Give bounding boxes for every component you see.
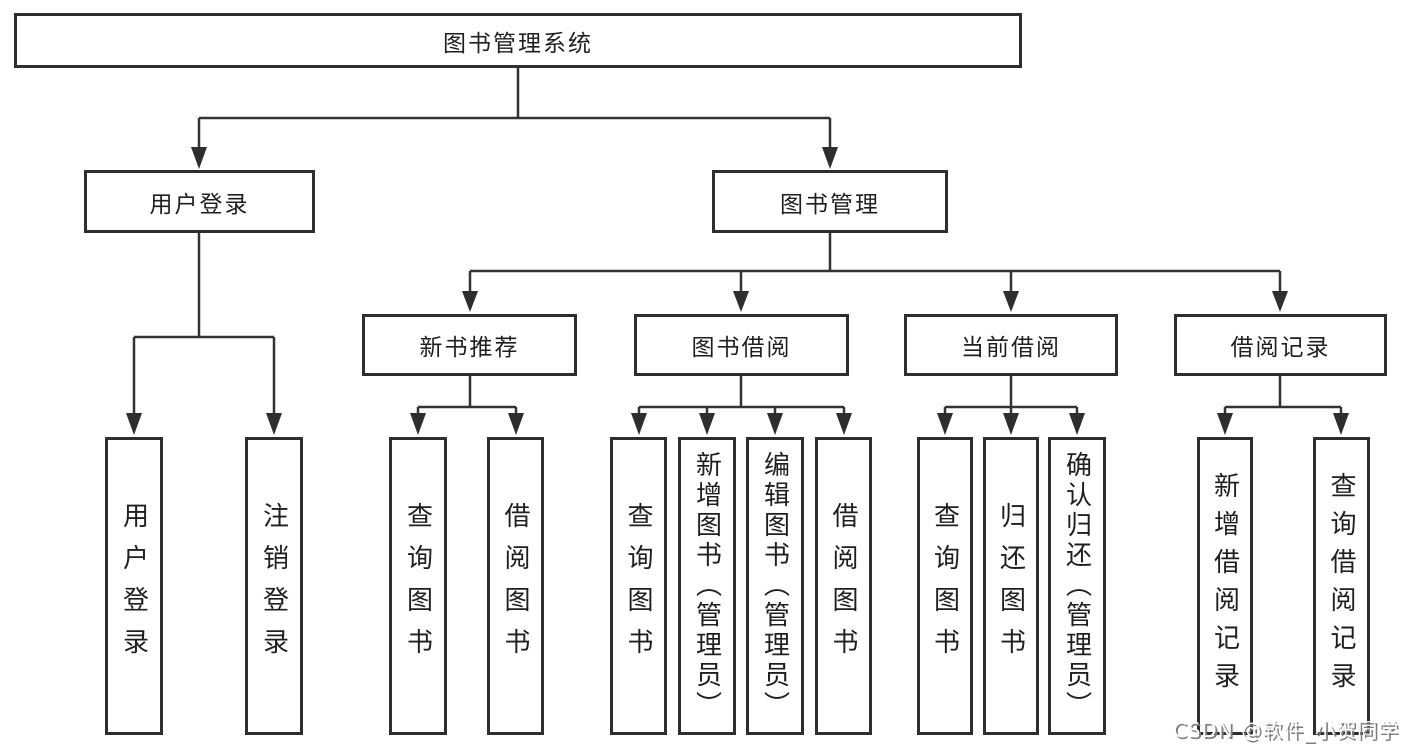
leaf-label: 归还图书 [995, 502, 1026, 670]
node-label: 当前借阅 [961, 335, 1061, 361]
leaf-edit-books-admin: 编辑图书（管理员） [746, 437, 804, 735]
leaf-label: 注销登录 [258, 502, 289, 670]
node-label: 图书管理系统 [443, 30, 593, 57]
node-label: 借阅记录 [1230, 335, 1331, 361]
leaf-label: 借阅图书 [828, 502, 858, 670]
node-current-borrow: 当前借阅 [904, 314, 1118, 376]
leaf-query-books-current: 查询图书 [917, 437, 973, 735]
node-borrow-records: 借阅记录 [1174, 314, 1387, 376]
leaf-label: 借阅图书 [500, 502, 530, 670]
leaf-label: 查询图书 [402, 502, 433, 670]
node-label: 图书管理 [780, 191, 880, 218]
leaf-user-login: 用户登录 [105, 437, 163, 735]
node-label: 用户登录 [149, 191, 250, 218]
leaf-query-books-borrow: 查询图书 [610, 437, 667, 735]
leaf-logout: 注销登录 [245, 437, 303, 735]
leaf-label: 用户登录 [118, 502, 149, 670]
leaf-borrow-books-recommend: 借阅图书 [487, 437, 544, 735]
node-new-book-recommend: 新书推荐 [362, 314, 577, 376]
node-book-management-branch: 图书管理 [712, 170, 948, 233]
leaf-query-borrow-record: 查询借阅记录 [1313, 437, 1370, 735]
leaf-label: 查询图书 [623, 502, 653, 670]
node-book-borrow: 图书借阅 [634, 314, 849, 376]
node-user-login-branch: 用户登录 [84, 170, 315, 233]
leaf-confirm-return-admin: 确认归还（管理员） [1048, 437, 1106, 735]
leaf-label: 编辑图书（管理员） [759, 451, 790, 721]
leaf-return-books: 归还图书 [983, 437, 1039, 735]
leaf-label: 新增借阅记录 [1209, 472, 1240, 700]
node-label: 图书借阅 [691, 335, 792, 361]
leaf-add-books-admin: 新增图书（管理员） [678, 437, 736, 735]
leaf-label: 新增图书（管理员） [691, 451, 722, 721]
leaf-query-books-recommend: 查询图书 [389, 437, 447, 735]
node-library-management-system: 图书管理系统 [14, 13, 1022, 68]
leaf-borrow-books: 借阅图书 [815, 437, 872, 735]
leaf-label: 查询图书 [929, 502, 960, 670]
leaf-add-borrow-record: 新增借阅记录 [1197, 437, 1253, 735]
leaf-label: 查询借阅记录 [1326, 472, 1356, 700]
node-label: 新书推荐 [419, 335, 520, 361]
csdn-watermark: CSDN @软件_小贺同学 [1172, 718, 1399, 742]
leaf-label: 确认归还（管理员） [1061, 451, 1092, 721]
